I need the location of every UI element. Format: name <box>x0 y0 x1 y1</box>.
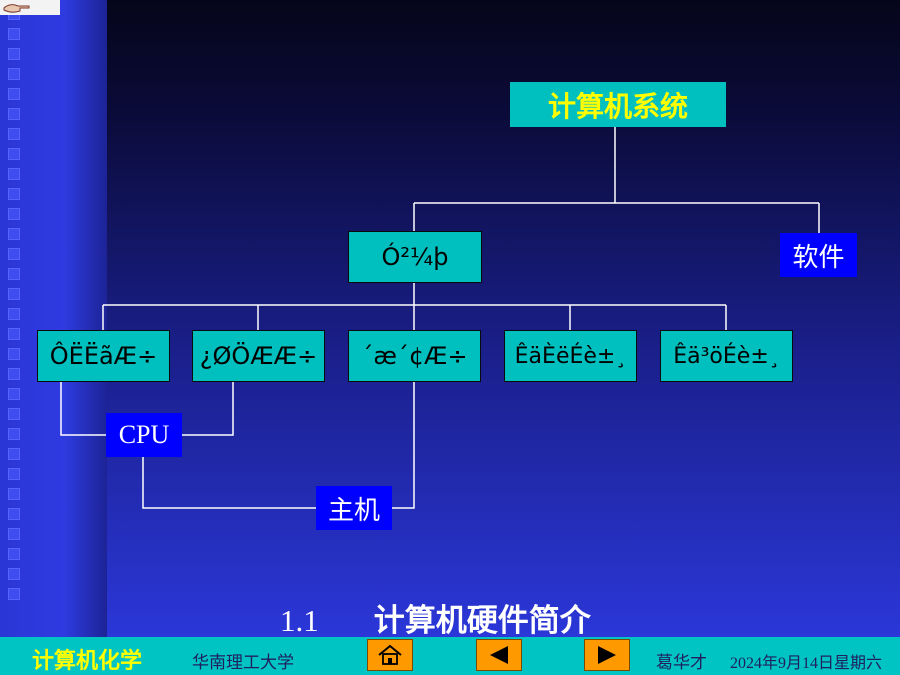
component-node: ¿ØÖÆÆ÷ <box>192 330 325 382</box>
author-name: 葛华才 <box>656 653 707 673</box>
software-label: 软件 <box>792 242 845 272</box>
computer-system-label: 计算机系统 <box>547 89 688 123</box>
slide-caption: 1.1 计算机硬件简介 <box>280 595 591 640</box>
software-node: 软件 <box>780 233 857 277</box>
section-number: 1.1 <box>280 603 319 638</box>
hardware-label: Ó²¼þ <box>381 243 449 271</box>
component-label: ¿ØÖÆÆ÷ <box>199 342 318 370</box>
slide-background: 计算机系统 Ó²¼þ 软件 ÔËËãÆ÷ ¿ØÖÆÆ÷ ´æ´¢Æ÷ ÊäÈëÉ… <box>0 0 900 640</box>
component-node: ´æ´¢Æ÷ <box>348 330 481 382</box>
component-node: Êä³öÉè±¸ <box>660 330 793 382</box>
home-icon <box>378 644 402 665</box>
section-title: 计算机硬件简介 <box>373 603 591 639</box>
component-label: Êä³öÉè±¸ <box>673 343 780 369</box>
course-name: 计算机化学 <box>32 648 143 674</box>
computer-system-node: 计算机系统 <box>510 82 726 127</box>
host-label: 主机 <box>327 495 380 525</box>
side-bar <box>0 0 107 637</box>
hand-pointer-icon <box>0 0 60 15</box>
cpu-node: CPU <box>106 413 182 457</box>
school-name: 华南理工大学 <box>192 653 294 673</box>
component-label: ÊäÈëÉè±¸ <box>514 343 627 369</box>
diagram-connectors <box>0 0 900 637</box>
arrow-right-icon <box>598 646 616 664</box>
footer-bar: 计算机化学 华南理工大学 葛华才 2024年9月14日星期六 <box>0 637 900 675</box>
home-button[interactable] <box>367 639 413 671</box>
cpu-label: CPU <box>118 420 170 449</box>
component-label: ´æ´¢Æ÷ <box>361 342 468 370</box>
component-node: ÔËËãÆ÷ <box>37 330 170 382</box>
component-node: ÊäÈëÉè±¸ <box>504 330 637 382</box>
previous-slide-button[interactable] <box>476 639 522 671</box>
next-slide-button[interactable] <box>584 639 630 671</box>
hardware-node: Ó²¼þ <box>348 231 482 283</box>
host-node: 主机 <box>316 486 392 530</box>
side-pattern <box>6 8 26 608</box>
component-label: ÔËËãÆ÷ <box>49 342 158 370</box>
arrow-left-icon <box>490 646 508 664</box>
slide-date: 2024年9月14日星期六 <box>730 655 883 672</box>
